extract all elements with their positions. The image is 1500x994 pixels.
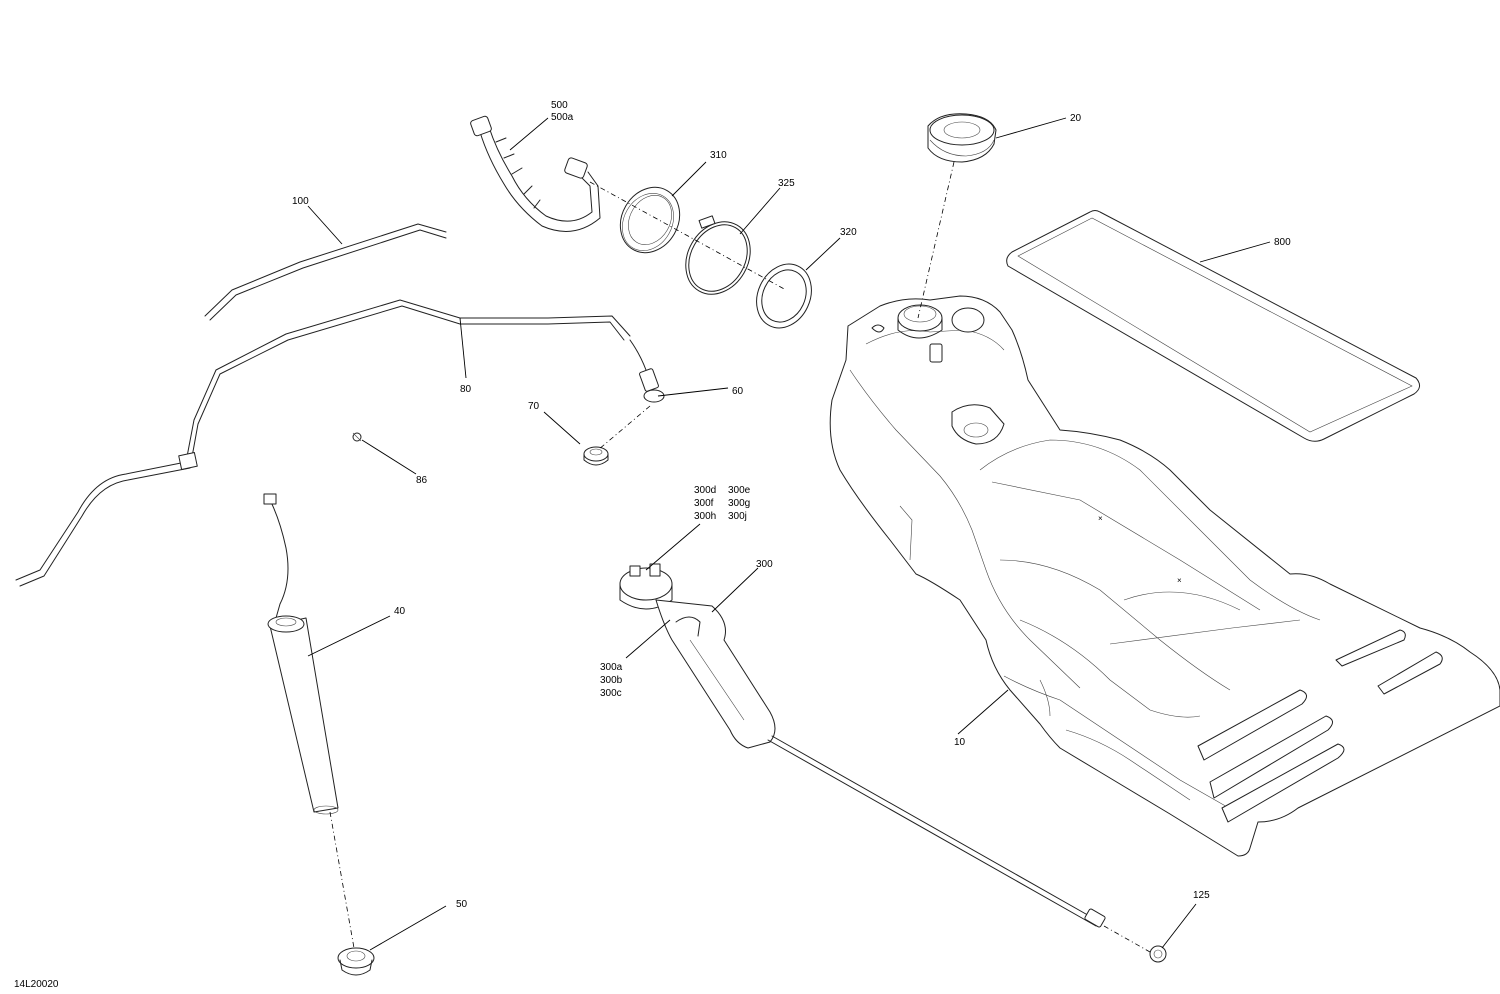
- callout-10[interactable]: 10: [954, 737, 966, 748]
- callout-300c[interactable]: 300c: [600, 688, 622, 699]
- part-10-fuel-tank[interactable]: × ×: [829, 295, 1500, 857]
- part-70-grommet[interactable]: [583, 446, 609, 466]
- callout-800[interactable]: 800: [1274, 237, 1291, 248]
- callout-86[interactable]: 86: [416, 475, 428, 486]
- part-80-hose[interactable]: [15, 299, 631, 587]
- callout-500a[interactable]: 500a: [551, 112, 574, 123]
- callout-325[interactable]: 325: [778, 178, 795, 189]
- part-40-fuel-level-sender[interactable]: [263, 493, 339, 815]
- part-325-clamp[interactable]: [673, 210, 763, 306]
- callout-125[interactable]: 125: [1193, 890, 1210, 901]
- part-60-fitting[interactable]: [629, 339, 665, 403]
- callout-100[interactable]: 100: [292, 196, 309, 207]
- callout-80[interactable]: 80: [460, 384, 472, 395]
- callout-300j[interactable]: 300j: [728, 511, 747, 522]
- callout-300g[interactable]: 300g: [728, 498, 750, 509]
- callout-labels: 20 800 100 80 60 70 86 500 500a 310 325 …: [14, 100, 1291, 990]
- part-50-plug[interactable]: [337, 947, 375, 976]
- callout-320[interactable]: 320: [840, 227, 857, 238]
- callout-70[interactable]: 70: [528, 401, 540, 412]
- svg-text:×: ×: [1098, 514, 1103, 523]
- svg-text:×: ×: [1177, 576, 1182, 585]
- drawing-code: 14L20020: [14, 979, 59, 990]
- callout-50[interactable]: 50: [456, 899, 468, 910]
- callout-300f[interactable]: 300f: [694, 498, 714, 509]
- part-86-clip[interactable]: [352, 432, 362, 442]
- callout-300h[interactable]: 300h: [694, 511, 716, 522]
- callout-60[interactable]: 60: [732, 386, 744, 397]
- callout-40[interactable]: 40: [394, 606, 406, 617]
- callout-300[interactable]: 300: [756, 559, 773, 570]
- callout-20[interactable]: 20: [1070, 113, 1082, 124]
- part-125-nut[interactable]: [1149, 945, 1167, 963]
- part-100-hose[interactable]: [204, 223, 447, 321]
- leader-lines: [307, 117, 1271, 951]
- part-500-vent-hose[interactable]: [470, 115, 601, 232]
- part-800-pad[interactable]: [1006, 210, 1420, 442]
- part-20-cap[interactable]: [927, 113, 997, 163]
- part-300-fuel-pump[interactable]: [619, 563, 1106, 928]
- callout-300d[interactable]: 300d: [694, 485, 716, 496]
- callout-500[interactable]: 500: [551, 100, 568, 111]
- callout-300e[interactable]: 300e: [728, 485, 751, 496]
- callout-300a[interactable]: 300a: [600, 662, 623, 673]
- assembly-center-lines: [329, 161, 1151, 953]
- callout-310[interactable]: 310: [710, 150, 727, 161]
- part-320-o-ring[interactable]: [746, 255, 821, 337]
- part-310-lock-ring[interactable]: [609, 177, 691, 264]
- callout-300b[interactable]: 300b: [600, 675, 623, 686]
